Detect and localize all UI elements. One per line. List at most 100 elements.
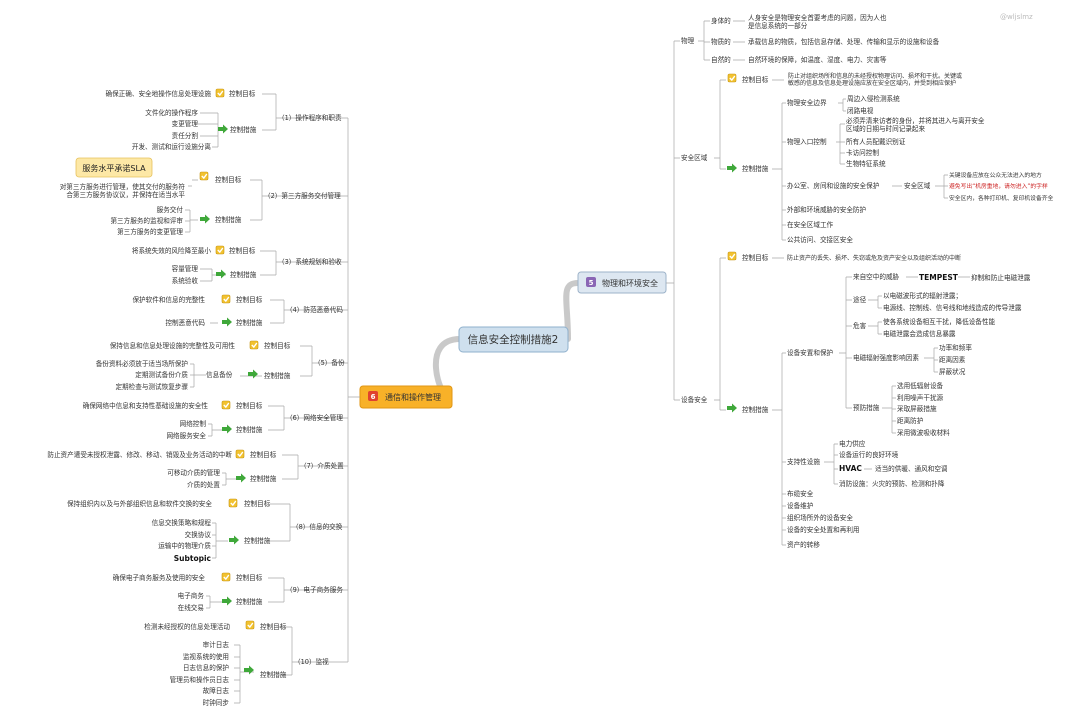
s3-measure-label[interactable]: 控制措施	[230, 270, 257, 279]
area-other-0[interactable]: 外部和环境威胁的安全防护	[787, 205, 867, 214]
physical-item-0-label[interactable]: 身体的	[711, 16, 731, 25]
area-other-2[interactable]: 公共访问、交接区安全	[787, 235, 853, 244]
equipment-label[interactable]: 设备安全	[681, 395, 708, 404]
s8-measure-2[interactable]: 运输中的物理介质	[158, 541, 211, 550]
area-label[interactable]: 安全区域	[681, 153, 708, 162]
physical-item-0-desc-l1[interactable]: 人身安全是物理安全首要考虑的问题，因为人也	[748, 13, 887, 22]
s3-measure-0[interactable]: 容量管理	[172, 264, 199, 273]
physical-item-2-desc[interactable]: 自然环境的保障，如温度、湿度、电力、灾害等	[748, 55, 887, 64]
harm-label[interactable]: 危害	[853, 321, 867, 330]
tempest-term[interactable]: TEMPEST	[919, 273, 959, 282]
s9-goal[interactable]: 确保电子商务服务及使用的安全	[113, 573, 206, 582]
equipment-measure-label[interactable]: 控制措施	[742, 405, 769, 414]
harm-1[interactable]: 电磁泄露会造成信息暴露	[883, 329, 956, 338]
s6-measure-0[interactable]: 网络控制	[180, 419, 207, 428]
equipment-goal-label[interactable]: 控制目标	[742, 253, 769, 262]
factor-2[interactable]: 屏蔽状况	[939, 367, 966, 376]
area-measure-label[interactable]: 控制措施	[742, 164, 769, 173]
s6-measure-1[interactable]: 网络服务安全	[166, 431, 206, 440]
area-goal-l1[interactable]: 防止对组织场所和信息的未经授权物理访问、损坏和干扰。关键或	[788, 72, 962, 80]
s4-label[interactable]: （4）防范恶意代码	[286, 305, 343, 314]
branch-physical-environment[interactable]: 5 物理和环境安全	[577, 271, 667, 294]
support-label[interactable]: 支持性设施	[787, 457, 820, 466]
s2-goal-l1[interactable]: 对第三方服务进行管理，使其交付的服务符	[60, 182, 186, 191]
equipment-other-1[interactable]: 设备维护	[787, 501, 814, 510]
s8-goal-label[interactable]: 控制目标	[244, 499, 271, 508]
s3-label[interactable]: （3）系统规划和验收	[278, 257, 342, 266]
equipment-other-2[interactable]: 组织场所外的设备安全	[787, 513, 853, 522]
s8-measure-1[interactable]: 交换协议	[185, 530, 212, 539]
s8-measure-0[interactable]: 信息交换策略和规程	[152, 518, 212, 527]
harm-0[interactable]: 使各系统设备相互干扰，降低设备性能	[883, 317, 995, 326]
s1-goal[interactable]: 确保正确、安全地操作信息处理设施	[106, 89, 212, 98]
s5-measure-0[interactable]: 备份资料必须放于适当场所保护	[96, 359, 189, 368]
s5-goal[interactable]: 保持信息和信息处理设施的完整性及可用性	[110, 341, 236, 350]
prevent-label[interactable]: 预防措施	[853, 403, 880, 412]
path-1[interactable]: 电源线、控制线、信号线和地线造成的传导泄露	[883, 303, 1022, 312]
area-other-1[interactable]: 在安全区域工作	[787, 220, 834, 229]
s10-goal[interactable]: 检测未经授权的信息处理活动	[144, 622, 230, 631]
support-item-1[interactable]: 设备运行的良好环境	[839, 450, 899, 459]
s4-goal-label[interactable]: 控制目标	[236, 295, 263, 304]
s7-goal[interactable]: 防止资产遭受未授权泄露、修改、移动、销毁及业务活动的中断	[47, 450, 232, 459]
equipment-other-4[interactable]: 资产的转移	[787, 540, 820, 549]
s1-measure-label[interactable]: 控制措施	[230, 125, 257, 134]
physical-label[interactable]: 物理	[681, 36, 695, 45]
s7-measure-1[interactable]: 介质的处置	[187, 480, 220, 489]
s2-goal-l2[interactable]: 合第三方服务协议议，并保持在适当水平	[66, 190, 185, 199]
perimeter-label[interactable]: 物理安全边界	[787, 98, 827, 107]
s2-measure-1[interactable]: 第三方服务的监视和评审	[110, 216, 183, 225]
path-0[interactable]: 以电磁波形式的辐射泄露；	[883, 291, 962, 300]
s1-label[interactable]: （1）操作程序和职责	[278, 113, 342, 122]
area-goal-l2[interactable]: 敏感的信息及信息处理设施应放在安全区域内，并受到相应保护	[788, 79, 956, 87]
s6-goal[interactable]: 确保网络中信息和支持性基础设施的安全性	[83, 401, 209, 410]
entry-note-l2[interactable]: 区域的日期与时间记录起来	[846, 124, 926, 133]
entry-note-l1[interactable]: 必须弄清来访者的身份，并将其进入与离开安全	[846, 116, 985, 125]
s8-goal[interactable]: 保持组织内以及与外部组织信息和软件交换的安全	[67, 499, 212, 508]
s8-measure-label[interactable]: 控制措施	[244, 536, 271, 545]
s10-measure-3[interactable]: 管理员和操作员日志	[170, 675, 230, 684]
s3-goal-label[interactable]: 控制目标	[229, 246, 256, 255]
s6-goal-label[interactable]: 控制目标	[236, 401, 263, 410]
physical-item-2-label[interactable]: 自然的	[711, 55, 731, 64]
physical-item-1-label[interactable]: 物质的	[711, 37, 731, 46]
siting-label[interactable]: 设备安置和保护	[787, 348, 834, 357]
s4-measure-label[interactable]: 控制措施	[236, 318, 263, 327]
s10-label[interactable]: （10）监视	[294, 657, 329, 666]
area-goal-label[interactable]: 控制目标	[742, 75, 769, 84]
s9-measure-1[interactable]: 在线交易	[178, 603, 204, 612]
zone-item-2[interactable]: 安全区内，各种打印机、复印机设备齐全	[949, 194, 1054, 202]
equipment-goal[interactable]: 防止资产的丢失、损坏、失窃或危及资产安全以及组织活动的中断	[787, 254, 961, 262]
s6-measure-label[interactable]: 控制措施	[236, 425, 263, 434]
prevent-3[interactable]: 距离防护	[897, 416, 924, 425]
office-label[interactable]: 办公室、房间和设施的安全保护	[787, 181, 880, 190]
s4-goal[interactable]: 保护软件和信息的完整性	[132, 295, 205, 304]
path-label[interactable]: 途径	[853, 295, 867, 304]
s5-goal-label[interactable]: 控制目标	[264, 341, 291, 350]
s7-measure-0[interactable]: 可移动介质的管理	[167, 468, 220, 477]
s10-measure-2[interactable]: 日志信息的保护	[183, 663, 230, 672]
sla-callout[interactable]: 服务水平承诺SLA	[75, 157, 153, 178]
s6-label[interactable]: （6）网络安全管理	[286, 413, 343, 422]
prevent-4[interactable]: 采用微波吸收材料	[897, 428, 950, 437]
perimeter-item-0[interactable]: 周边入侵检测系统	[847, 94, 900, 103]
zone-item-1[interactable]: 避免写出“机房重地，请勿进入”的字样	[949, 182, 1048, 190]
s10-measure-5[interactable]: 时钟同步	[203, 698, 230, 707]
s3-measure-1[interactable]: 系统验收	[172, 276, 199, 285]
s1-measure-3[interactable]: 开发、测试和运行设施分离	[132, 142, 212, 151]
s1-measure-0[interactable]: 文件化的操作程序	[145, 108, 198, 117]
factor-label[interactable]: 电磁辐射强度影响因素	[853, 353, 919, 362]
hvac-term[interactable]: HVAC	[839, 464, 862, 473]
zone-item-0[interactable]: 关键设备应放在公众无法进入的地方	[949, 171, 1042, 179]
s2-goal-label[interactable]: 控制目标	[215, 175, 242, 184]
equipment-other-3[interactable]: 设备的安全处置和再利用	[787, 525, 860, 534]
s7-measure-label[interactable]: 控制措施	[250, 474, 277, 483]
s1-measure-1[interactable]: 变更管理	[172, 119, 199, 128]
physical-item-0-desc-l2[interactable]: 是信息系统的一部分	[748, 21, 808, 30]
s8-subtopic[interactable]: Subtopic	[174, 554, 211, 563]
tempest-desc[interactable]: 抑制和防止电磁泄露	[971, 273, 1031, 282]
s9-measure-0[interactable]: 电子商务	[178, 591, 205, 600]
s2-label[interactable]: （2）第三方服务交付管理	[264, 191, 341, 200]
factor-0[interactable]: 功率和频率	[939, 343, 972, 352]
root-node[interactable]: 信息安全控制措施2	[458, 326, 569, 353]
